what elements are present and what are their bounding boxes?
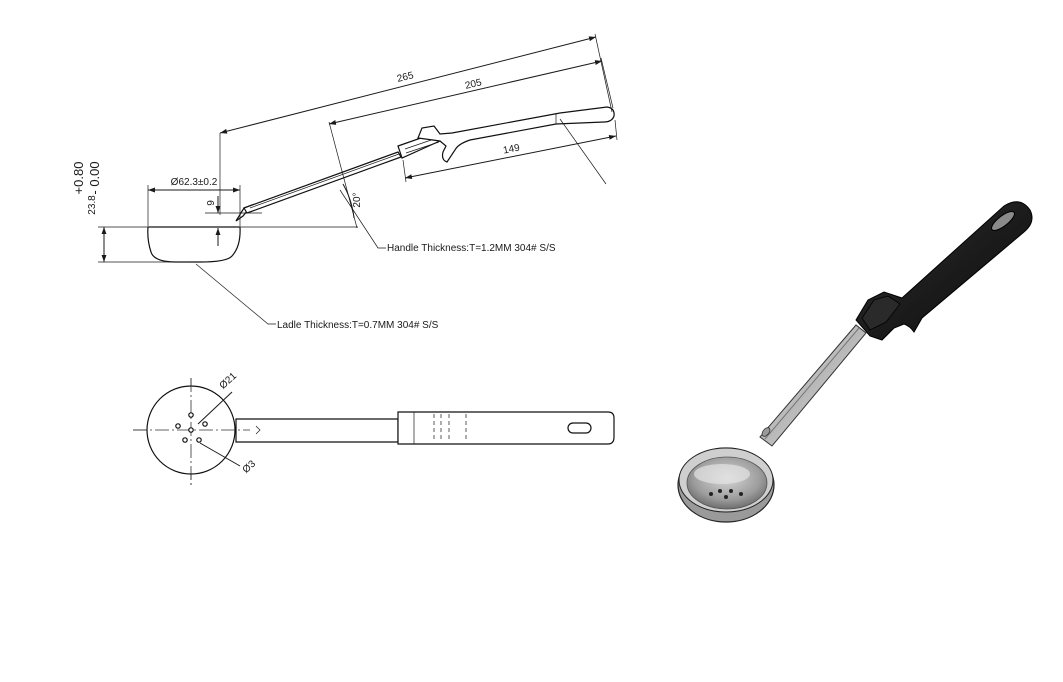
top-hole xyxy=(188,412,194,418)
dim-bowl-dia-label: Ø62.3±0.2 xyxy=(171,177,218,188)
dim-offset-label: 9 xyxy=(206,200,217,206)
top-hole xyxy=(182,437,188,443)
top-hole xyxy=(196,437,202,443)
side-handle-shaft xyxy=(243,151,402,214)
render-hole xyxy=(729,489,733,493)
dim-205-label: 205 xyxy=(464,77,483,92)
top-hanging-slot xyxy=(567,422,592,434)
render-grip xyxy=(855,201,1033,341)
dim-hole-circle-label: Ø21 xyxy=(218,370,240,391)
dim-tolerance-plus: +0.80 xyxy=(71,162,86,195)
render-hole xyxy=(739,492,743,496)
dim-line-149 xyxy=(404,134,617,180)
render-handle-shaft xyxy=(759,324,867,447)
top-hole xyxy=(188,427,194,433)
dim-tolerance-minus: - 0.00 xyxy=(87,161,102,194)
render-hole xyxy=(718,489,722,493)
top-grip xyxy=(397,411,615,445)
dim-arc-angle xyxy=(342,183,355,219)
dim-hole-dia-label: Ø3 xyxy=(241,458,259,475)
top-hole xyxy=(175,423,181,429)
side-view: 265 205 149 Ø62.3±0.2 9 20° 23.8 + xyxy=(71,33,618,331)
dim-line-205 xyxy=(328,60,603,125)
render-hole xyxy=(709,492,713,496)
dim-149-label: 149 xyxy=(502,142,521,156)
top-view: Ø21 Ø3 xyxy=(133,370,615,488)
top-hole xyxy=(202,421,208,427)
render-hole xyxy=(724,495,728,499)
dim-265-label: 265 xyxy=(396,70,415,85)
note-ladle-thickness: Ladle Thickness:T=0.7MM 304# S/S xyxy=(277,320,439,331)
ladle-3d-render xyxy=(677,201,1033,523)
dim-angle-label: 20° xyxy=(352,192,363,207)
top-handle xyxy=(235,418,399,443)
note-handle-thickness: Handle Thickness:T=1.2MM 304# S/S xyxy=(387,243,556,254)
dim-depth-label: 23.8 xyxy=(87,195,98,215)
render-hanging-slot xyxy=(991,211,1015,231)
side-bowl xyxy=(147,226,241,263)
